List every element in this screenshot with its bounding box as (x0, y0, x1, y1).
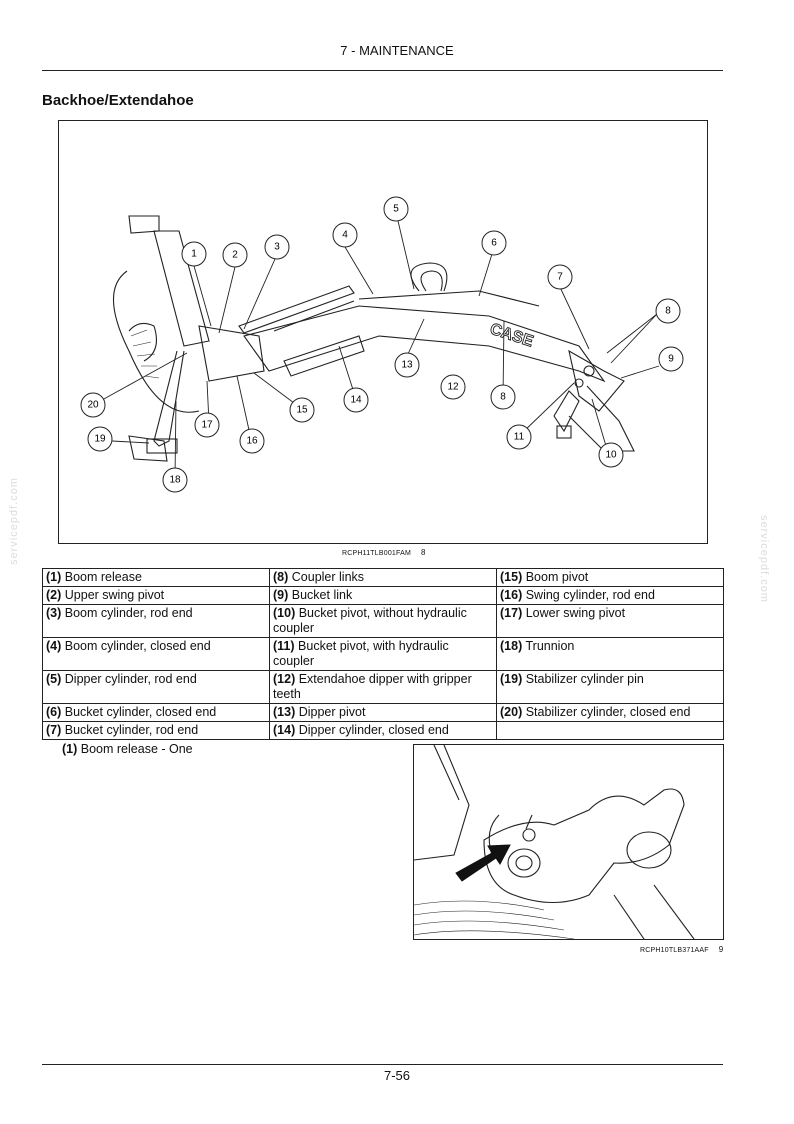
boom-release-photo (413, 744, 724, 940)
svg-text:7: 7 (557, 272, 563, 283)
note-number: (1) (62, 742, 78, 756)
legend-cell: (15) Boom pivot (496, 568, 724, 587)
callout-9: 9 (658, 346, 684, 372)
legend-cell: (1) Boom release (42, 568, 270, 587)
table-row: (4) Boom cylinder, closed end (11) Bucke… (42, 637, 724, 671)
legend-cell: (2) Upper swing pivot (42, 586, 270, 605)
note-text: Boom release - One (80, 742, 193, 756)
legend-cell: (19) Stabilizer cylinder pin (496, 670, 724, 704)
callout-12: 12 (440, 374, 466, 400)
legend-cell: (14) Dipper cylinder, closed end (269, 721, 497, 740)
svg-text:3: 3 (274, 242, 280, 253)
legend-cell: (9) Bucket link (269, 586, 497, 605)
svg-text:18: 18 (169, 475, 181, 486)
svg-text:16: 16 (246, 436, 258, 447)
svg-text:2: 2 (232, 250, 238, 261)
callout-7: 7 (547, 264, 573, 290)
callout-14: 14 (343, 387, 369, 413)
svg-text:9: 9 (668, 354, 674, 365)
callout-2: 2 (222, 242, 248, 268)
callout-18: 18 (162, 467, 188, 493)
table-row: (1) Boom release (8) Coupler links (15) … (42, 568, 724, 587)
figure1-caption-number: 8 (421, 548, 426, 557)
svg-text:12: 12 (447, 382, 459, 393)
callout-20: 20 (80, 392, 106, 418)
callout-10: 10 (598, 442, 624, 468)
table-row: (2) Upper swing pivot (9) Bucket link (1… (42, 586, 724, 605)
figure1-caption: RCPH11TLB001FAM 8 (342, 548, 426, 557)
svg-text:10: 10 (605, 450, 617, 461)
callout-5: 5 (383, 196, 409, 222)
legend-cell: (5) Dipper cylinder, rod end (42, 670, 270, 704)
table-row: (7) Bucket cylinder, rod end (14) Dipper… (42, 721, 724, 740)
page-number: 7-56 (383, 1068, 411, 1083)
svg-text:17: 17 (201, 420, 213, 431)
svg-text:19: 19 (94, 434, 106, 445)
legend-cell: (13) Dipper pivot (269, 703, 497, 722)
svg-text:5: 5 (393, 204, 399, 215)
watermark-right: servicepdf.com (758, 515, 770, 603)
svg-text:11: 11 (514, 432, 525, 443)
figure1-caption-code: RCPH11TLB001FAM (342, 550, 412, 557)
legend-cell-empty (496, 721, 724, 740)
callout-13: 13 (394, 352, 420, 378)
svg-text:14: 14 (350, 395, 362, 406)
callout-11: 11 (506, 424, 532, 450)
legend-cell: (20) Stabilizer cylinder, closed end (496, 703, 724, 722)
section-title: Backhoe/Extendahoe (42, 92, 194, 109)
callout-19: 19 (87, 426, 113, 452)
arrow-icon (455, 844, 511, 882)
legend-cell: (16) Swing cylinder, rod end (496, 586, 724, 605)
callout-leaders (92, 220, 660, 479)
callout-8b: 8 (490, 384, 516, 410)
legend-cell: (6) Bucket cylinder, closed end (42, 703, 270, 722)
legend-cell: (8) Coupler links (269, 568, 497, 587)
legend-cell: (7) Bucket cylinder, rod end (42, 721, 270, 740)
callout-3: 3 (264, 234, 290, 260)
callout-4: 4 (332, 222, 358, 248)
legend-cell: (18) Trunnion (496, 637, 724, 671)
legend-cell: (10) Bucket pivot, without hydraulic cou… (269, 604, 497, 638)
watermark-left: servicepdf.com (8, 477, 20, 565)
table-row: (5) Dipper cylinder, rod end (12) Extend… (42, 670, 724, 704)
footer-rule (42, 1064, 723, 1065)
boom-release-note: (1) Boom release - One (62, 742, 193, 756)
backhoe-illustration: CASE 1 2 3 (58, 120, 708, 544)
callout-17: 17 (194, 412, 220, 438)
legend-cell: (12) Extendahoe dipper with gripper teet… (269, 670, 497, 704)
parts-legend-table: (1) Boom release (8) Coupler links (15) … (42, 568, 724, 740)
legend-cell: (4) Boom cylinder, closed end (42, 637, 270, 671)
svg-text:8: 8 (665, 306, 671, 317)
svg-text:20: 20 (87, 400, 99, 411)
svg-text:4: 4 (342, 230, 348, 241)
svg-text:1: 1 (191, 249, 197, 260)
svg-text:6: 6 (491, 238, 497, 249)
figure2-caption: RCPH10TLB371AAF 9 (640, 945, 723, 954)
figure2-caption-number: 9 (718, 945, 724, 954)
table-row: (6) Bucket cylinder, closed end (13) Dip… (42, 703, 724, 722)
callout-15: 15 (289, 397, 315, 423)
svg-text:15: 15 (296, 405, 308, 416)
legend-cell: (3) Boom cylinder, rod end (42, 604, 270, 638)
legend-cell: (11) Bucket pivot, with hydraulic couple… (269, 637, 497, 671)
svg-text:CASE: CASE (488, 321, 536, 351)
callout-6: 6 (481, 230, 507, 256)
callout-1: 1 (181, 241, 207, 267)
legend-cell: (17) Lower swing pivot (496, 604, 724, 638)
figure2-caption-code: RCPH10TLB371AAF (640, 947, 709, 954)
page-header-title: 7 - MAINTENANCE (340, 43, 454, 58)
table-row: (3) Boom cylinder, rod end (10) Bucket p… (42, 604, 724, 638)
svg-text:13: 13 (401, 360, 413, 371)
callout-16: 16 (239, 428, 265, 454)
header-rule (42, 70, 723, 71)
svg-text:8: 8 (500, 392, 506, 403)
callout-8: 8 (655, 298, 681, 324)
